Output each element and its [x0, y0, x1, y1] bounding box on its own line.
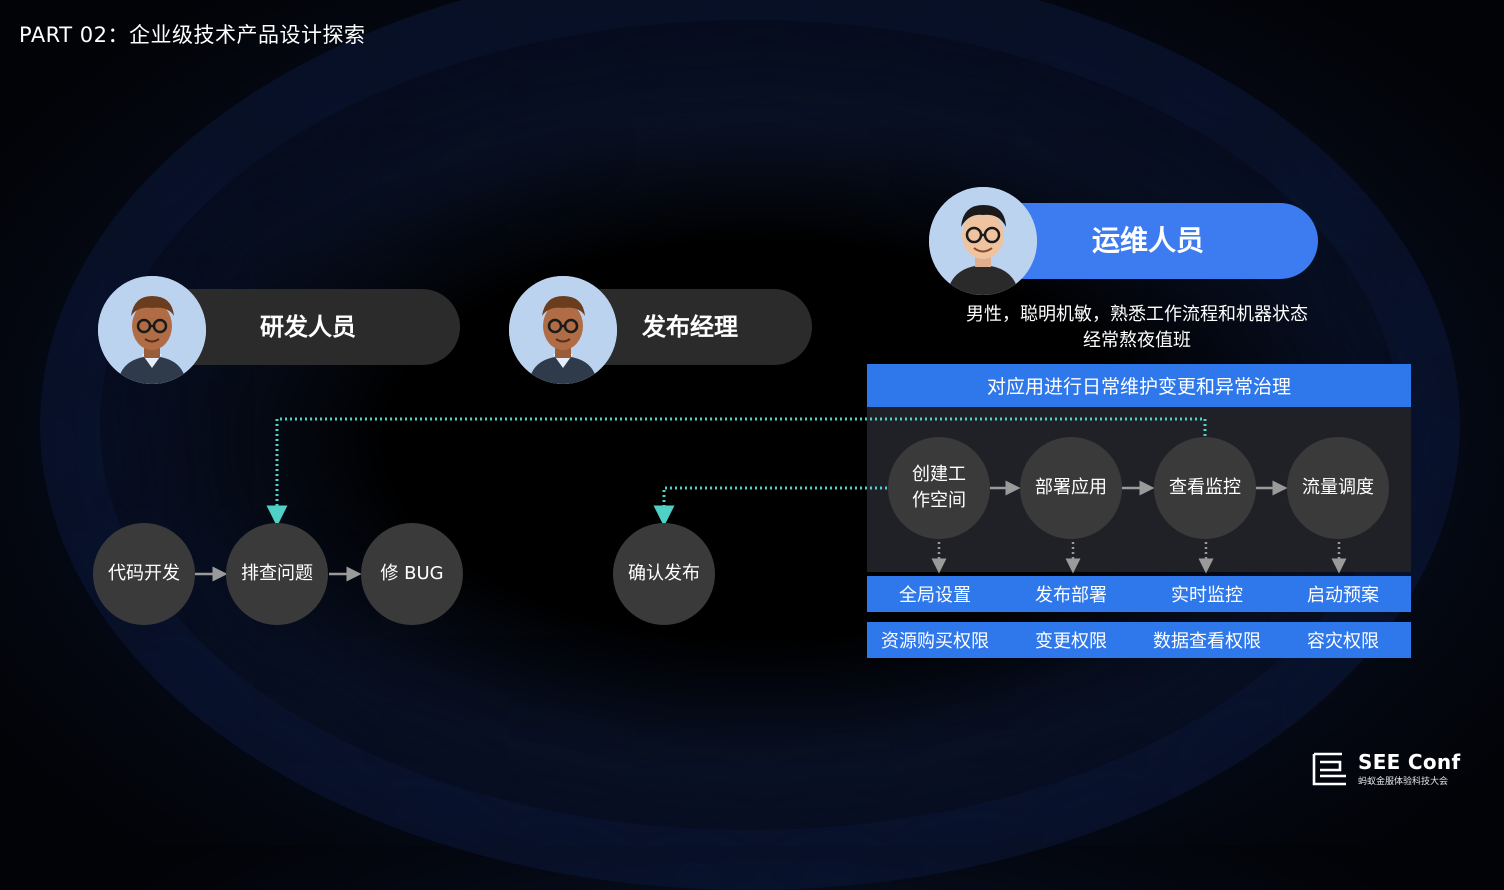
ops-permission-resource-purchase: 资源购买权限	[881, 631, 989, 652]
ops-feature-row: 全局设置 发布部署 实时监控 启动预案	[867, 576, 1411, 612]
ops-description: 男性，聪明机敏，熟悉工作流程和机器状态 经常熬夜值班	[930, 302, 1344, 354]
flow-node-view-monitor: 查看监控	[1154, 437, 1256, 539]
release-avatar-icon	[509, 276, 617, 384]
ops-feature-global-settings: 全局设置	[899, 585, 971, 606]
logo-sub-text: 蚂蚁金服体验科技大会	[1358, 777, 1449, 787]
connector-overlay	[195, 417, 1347, 582]
ops-feature-realtime-monitor: 实时监控	[1171, 585, 1243, 606]
ops-permission-change: 变更权限	[1035, 631, 1107, 652]
logo-main-text: SEE Conf	[1358, 750, 1461, 774]
role-label-release: 发布经理	[642, 313, 738, 341]
ops-feature-release-deploy: 发布部署	[1035, 585, 1107, 606]
ops-permission-disaster-recovery: 容灾权限	[1307, 631, 1379, 652]
dotted-link-to-release	[653, 486, 887, 527]
ops-header-bar: 对应用进行日常维护变更和异常治理	[867, 364, 1411, 407]
dotted-link-to-debug	[266, 417, 1207, 527]
ops-description-line1: 男性，聪明机敏，熟悉工作流程和机器状态	[966, 304, 1308, 325]
flow-node-create-workspace: 创建工作空间	[888, 437, 990, 539]
see-conf-logo-icon	[1312, 752, 1346, 786]
page-title: PART 02：企业级技术产品设计探索	[19, 23, 366, 47]
ops-permission-data-view: 数据查看权限	[1153, 631, 1261, 652]
logo-text: SEE Conf 蚂蚁金服体验科技大会	[1358, 750, 1460, 787]
flow-node-fix-bug: 修 BUG	[361, 523, 463, 625]
flow-node-confirm-release: 确认发布	[613, 523, 715, 625]
flow-node-traffic-dispatch: 流量调度	[1287, 437, 1389, 539]
flow-node-deploy-app: 部署应用	[1020, 437, 1122, 539]
ops-feature-start-plan: 启动预案	[1307, 585, 1379, 606]
flow-node-code-dev: 代码开发	[93, 523, 195, 625]
role-label-dev: 研发人员	[260, 313, 356, 341]
role-pill-ops: 运维人员	[984, 203, 1318, 279]
ops-description-line2: 经常熬夜值班	[1083, 330, 1191, 351]
dev-avatar-icon	[98, 276, 206, 384]
ops-permission-row: 资源购买权限 变更权限 数据查看权限 容灾权限	[867, 622, 1411, 658]
ops-avatar-icon	[929, 187, 1037, 295]
flow-node-debug: 排查问题	[226, 523, 328, 625]
role-label-ops: 运维人员	[1092, 224, 1205, 257]
